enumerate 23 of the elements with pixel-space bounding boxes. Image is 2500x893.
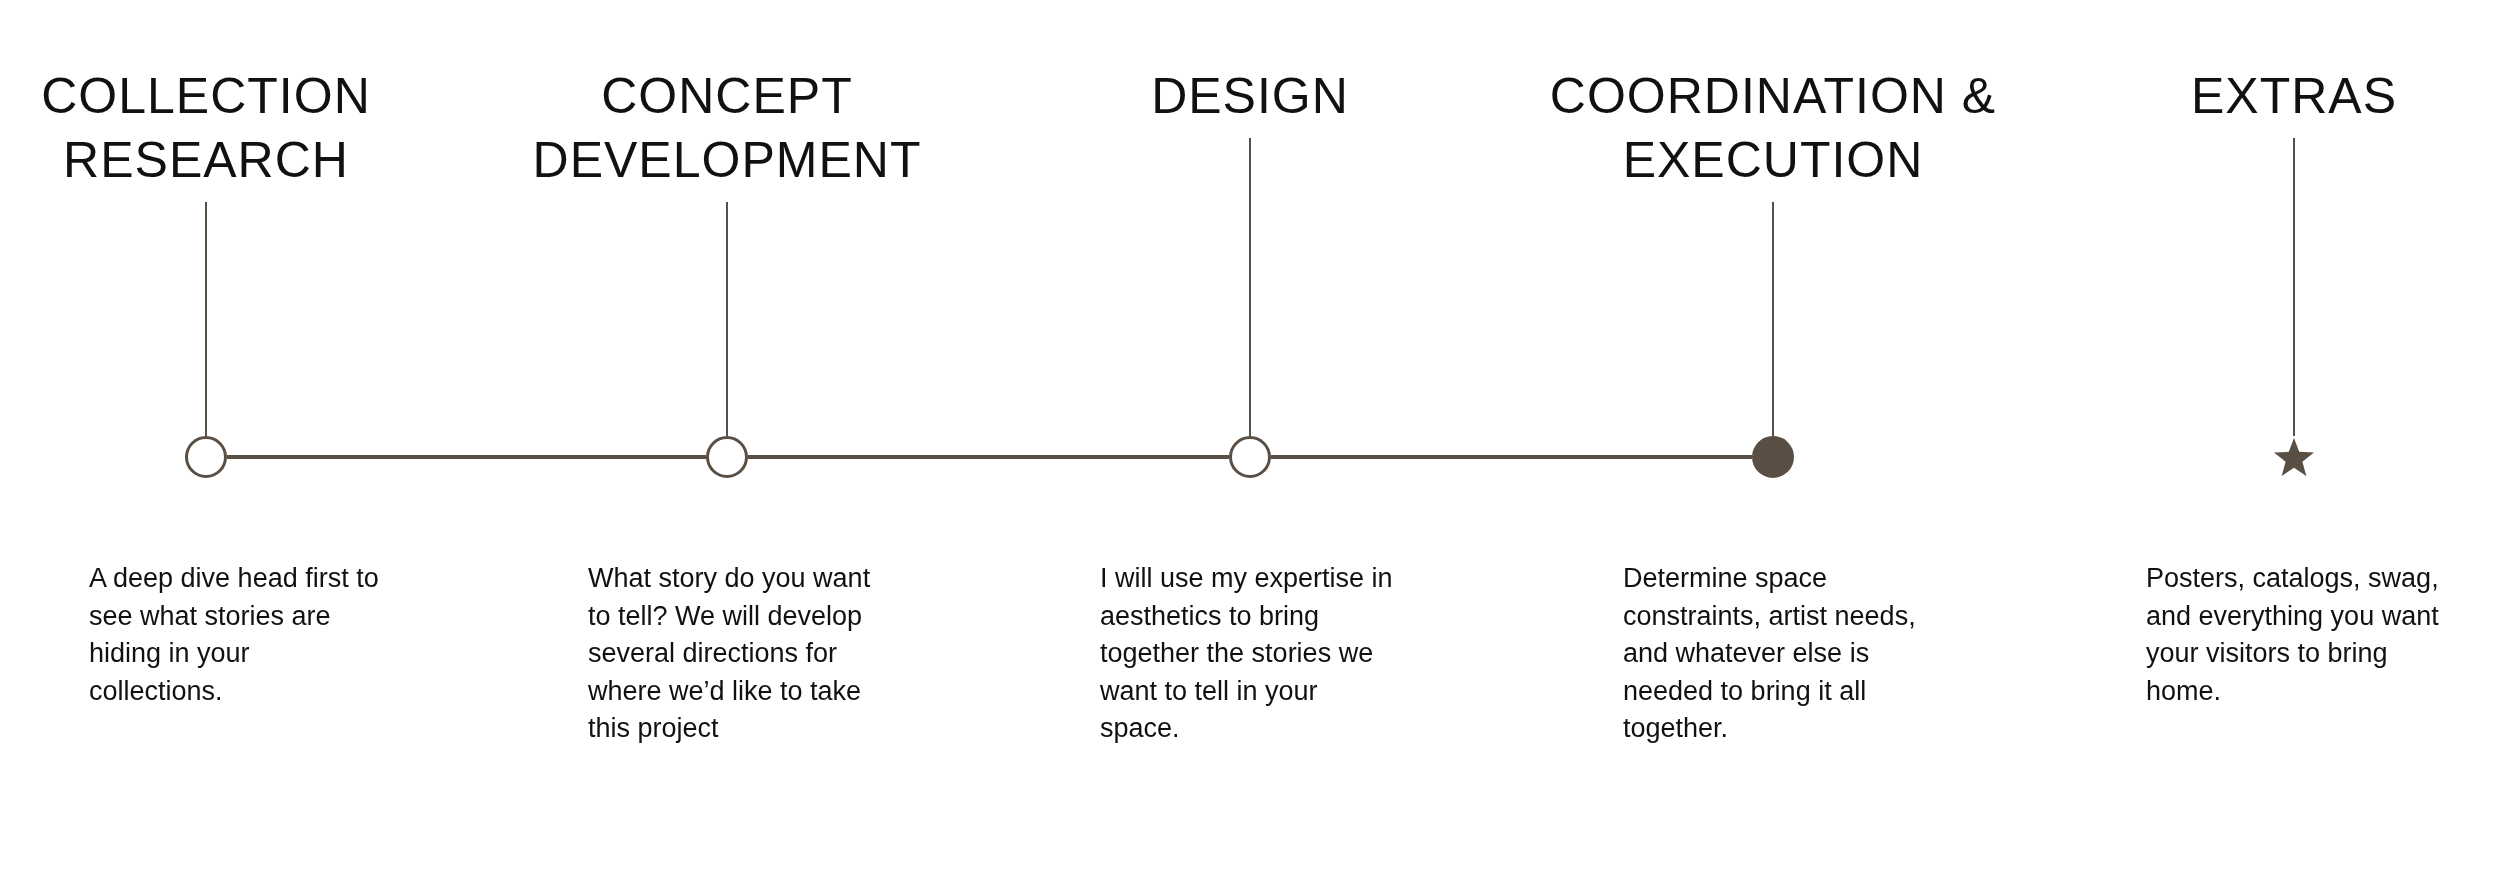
connector-line (2293, 137, 2295, 437)
connector-line (1772, 201, 1774, 437)
timeline-dot (1752, 436, 1794, 478)
timeline-dot (1229, 436, 1271, 478)
description-text: What story do you want to tell? We will develop several directions for where we’d like to take this project (588, 562, 872, 745)
timeline-dot (185, 436, 227, 478)
star-icon (2273, 436, 2315, 478)
timeline-dot (706, 436, 748, 478)
connector-line (205, 201, 207, 437)
stage-heading: EXTRAS (2104, 64, 2484, 128)
stage-heading: COLLECTION RESEARCH (16, 64, 396, 192)
description-text: Determine space constraints, artist needs, and whatever else is needed to bring it all together. (1623, 562, 1917, 745)
timeline-line (748, 455, 1229, 459)
description-text: Posters, catalogs, swag, and everything you want your visitors to bring home. (2146, 562, 2440, 708)
stage-heading: DESIGN (1040, 64, 1460, 128)
timeline-line (1271, 455, 1752, 459)
connector-line (726, 201, 728, 437)
description-text: I will use my expertise in aesthetics to bring together the stories we want to tell in your space. (1100, 562, 1394, 745)
connector-line (1249, 137, 1251, 437)
timeline-line (227, 455, 706, 459)
stage-heading: CONCEPT DEVELOPMENT (517, 64, 937, 192)
description-text: A deep dive head first to see what stories are hiding in your collections. (89, 562, 380, 708)
stage-heading: COORDINATION & EXECUTION (1538, 64, 2008, 192)
